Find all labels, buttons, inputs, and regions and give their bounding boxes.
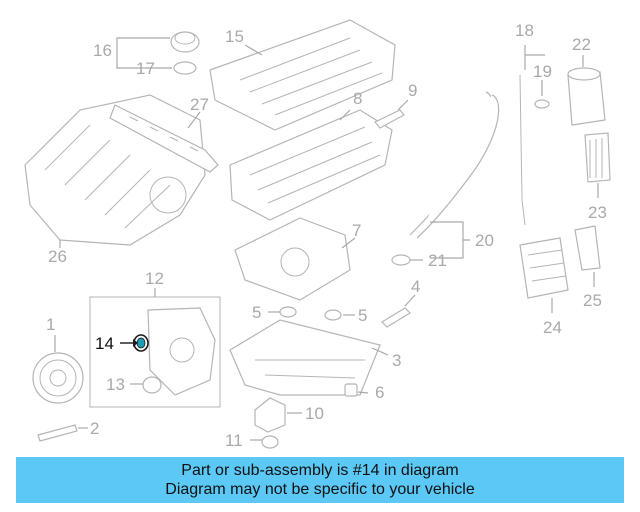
part-crank-seal xyxy=(130,376,162,394)
callout-3: 3 xyxy=(392,351,401,370)
part-pickup-seal xyxy=(250,435,279,449)
banner-line-2: Diagram may not be specific to your vehi… xyxy=(165,481,475,498)
callout-25: 25 xyxy=(583,291,602,310)
part-crank-pulley xyxy=(32,335,84,404)
callout-6: 6 xyxy=(375,383,384,402)
part-washers xyxy=(268,306,355,321)
callout-18: 18 xyxy=(515,21,534,40)
callout-16: 16 xyxy=(93,41,112,60)
part-oil-filler-cap xyxy=(116,31,200,75)
callout-20: 20 xyxy=(475,231,494,250)
callout-11: 11 xyxy=(225,431,243,450)
part-oil-filter-housing xyxy=(567,55,606,126)
part-dipstick-seal xyxy=(534,80,550,109)
part-oil-cooler xyxy=(519,237,569,313)
part-timing-case-group xyxy=(89,288,221,408)
banner-line-1: Part or sub-assembly is #14 in diagram xyxy=(181,462,459,479)
info-banner: Part or sub-assembly is #14 in diagram D… xyxy=(16,457,624,503)
part-pulley-bolt xyxy=(37,424,88,442)
part-valve-cover xyxy=(209,19,396,131)
part-oil-pump xyxy=(254,397,302,433)
part-cooler-gasket xyxy=(574,225,601,287)
part-sensor xyxy=(374,99,409,129)
callout-26: 26 xyxy=(48,247,67,266)
callout-23: 23 xyxy=(588,203,607,222)
part-drain-plug xyxy=(344,383,369,397)
part-manifold-gasket xyxy=(109,104,219,173)
callout-19: 19 xyxy=(533,62,552,81)
callout-5a: 5 xyxy=(252,303,261,322)
callout-8: 8 xyxy=(353,89,362,108)
part-cylinder-head xyxy=(229,109,393,221)
part-oil-filter xyxy=(584,132,611,198)
callout-10: 10 xyxy=(305,404,324,423)
part-camshaft-seal-highlight xyxy=(120,334,149,352)
callout-14: 14 xyxy=(95,334,114,353)
callout-27: 27 xyxy=(190,95,209,114)
callout-13: 13 xyxy=(106,375,125,394)
parts-diagram: 1 2 3 4 5 5 6 7 8 9 10 11 12 13 14 15 16… xyxy=(24,19,611,450)
callout-24: 24 xyxy=(543,318,562,337)
callout-22: 22 xyxy=(572,35,591,54)
callout-5b: 5 xyxy=(358,306,367,325)
callout-7: 7 xyxy=(352,221,361,240)
callout-12: 12 xyxy=(145,269,164,288)
callout-15: 15 xyxy=(225,27,244,46)
callout-2: 2 xyxy=(90,419,99,438)
callout-9: 9 xyxy=(408,81,417,100)
part-dipstick xyxy=(391,45,545,266)
part-timing-cover xyxy=(234,217,356,301)
callout-17: 17 xyxy=(136,59,155,78)
callout-4: 4 xyxy=(411,277,420,296)
callout-21: 21 xyxy=(428,251,447,270)
part-oil-pan xyxy=(229,319,389,396)
callout-1: 1 xyxy=(46,315,55,334)
part-oil-level-sensor xyxy=(381,294,416,328)
